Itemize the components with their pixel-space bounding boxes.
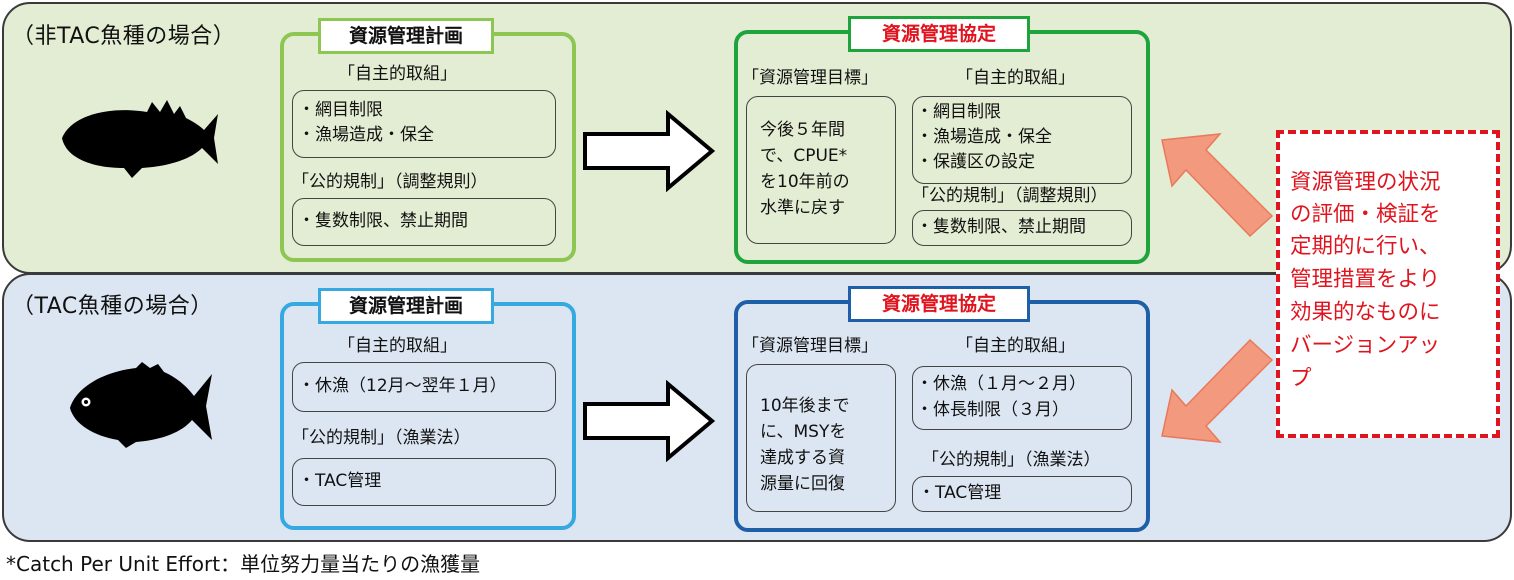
note-line: プ bbox=[1290, 366, 1312, 391]
tac-agreement-public-label: 「公的規制」（漁業法） bbox=[922, 450, 1101, 470]
right-arrow-icon bbox=[583, 110, 716, 192]
tac-panel bbox=[2, 273, 1512, 542]
non-tac-agreement-voluntary-item: ・網目制限 bbox=[916, 102, 1001, 122]
tac-goal-line: 10年後まで bbox=[760, 396, 850, 416]
non-tac-plan-voluntary-item: ・網目制限 bbox=[298, 100, 383, 120]
tac-plan-voluntary-label: 「自主的取組」 bbox=[338, 336, 457, 356]
evaluation-note-box bbox=[1276, 130, 1500, 438]
tac-agreement-public-bracket bbox=[912, 476, 1132, 512]
tac-agreement-voluntary-item: ・体長制限（３月） bbox=[916, 400, 1069, 420]
rockfish-silhouette-icon bbox=[62, 100, 218, 178]
tac-plan-public-item: ・TAC管理 bbox=[298, 471, 382, 491]
non-tac-agreement-voluntary-item: ・漁場造成・保全 bbox=[916, 127, 1052, 147]
non-tac-plan-public-bracket bbox=[292, 198, 556, 246]
tac-agreement-voluntary-bracket bbox=[912, 366, 1132, 430]
tac-agreement-public-item: ・TAC管理 bbox=[918, 483, 1002, 503]
non-tac-plan-voluntary-label: 「自主的取組」 bbox=[338, 64, 457, 84]
non-tac-goal-line: 今後５年間 bbox=[760, 120, 845, 140]
down-left-arrow-icon bbox=[1161, 338, 1274, 443]
tac-plan-voluntary-item: ・休漁（12月～翌年１月） bbox=[298, 376, 507, 396]
non-tac-goal-line: 水準に戻す bbox=[760, 198, 845, 218]
non-tac-plan-voluntary-item: ・漁場造成・保全 bbox=[298, 125, 434, 145]
tac-plan-public-bracket bbox=[292, 458, 556, 506]
note-line: 資源管理の状況 bbox=[1290, 170, 1441, 195]
non-tac-plan-voluntary-bracket bbox=[292, 90, 556, 158]
note-line: 管理措置をより bbox=[1290, 267, 1441, 292]
tac-goal-line: に、MSYを bbox=[760, 422, 847, 442]
non-tac-agreement-voluntary-item: ・保護区の設定 bbox=[916, 152, 1035, 172]
non-tac-title: （非TAC魚種の場合） bbox=[12, 24, 236, 49]
tac-goal-bracket bbox=[746, 364, 896, 512]
tac-goal-line: 源量に回復 bbox=[760, 474, 845, 494]
non-tac-agreement-voluntary-bracket bbox=[912, 96, 1132, 184]
tac-title: （TAC魚種の場合） bbox=[12, 294, 213, 319]
cpue-footnote: *Catch Per Unit Effort：単位努力量当たりの漁獲量 bbox=[6, 552, 481, 576]
non-tac-agreement-voluntary-label: 「自主的取組」 bbox=[956, 68, 1075, 88]
tac-goal-label: 「資源管理目標」 bbox=[742, 336, 878, 356]
note-line: の評価・検証を bbox=[1290, 202, 1441, 227]
non-tac-plan-public-label: 「公的規制」（調整規則） bbox=[292, 172, 488, 192]
up-left-arrow-icon bbox=[1161, 133, 1274, 238]
seabream-silhouette-icon bbox=[70, 362, 212, 448]
non-tac-goal-line: で、CPUE* bbox=[760, 146, 848, 166]
non-tac-plan-tag: 資源管理計画 bbox=[318, 18, 494, 54]
tac-agreement-voluntary-item: ・休漁（１月～２月） bbox=[916, 374, 1086, 394]
tac-goal-line: 達成する資 bbox=[760, 448, 845, 468]
non-tac-plan-public-item: ・隻数制限、禁止期間 bbox=[298, 211, 468, 231]
tac-plan-voluntary-bracket bbox=[292, 362, 556, 412]
non-tac-agreement-public-item: ・隻数制限、禁止期間 bbox=[916, 217, 1086, 237]
non-tac-goal-line: を10年前の bbox=[760, 172, 850, 192]
non-tac-agreement-tag: 資源管理協定 bbox=[848, 16, 1030, 52]
right-arrow-icon bbox=[583, 380, 716, 462]
non-tac-goal-label: 「資源管理目標」 bbox=[742, 68, 878, 88]
non-tac-agreement-public-bracket bbox=[912, 210, 1132, 246]
note-line: 効果的なものに bbox=[1290, 300, 1441, 325]
tac-plan-tag: 資源管理計画 bbox=[318, 288, 494, 324]
non-tac-panel bbox=[2, 2, 1512, 274]
note-line: 定期的に行い、 bbox=[1290, 234, 1441, 259]
non-tac-goal-bracket bbox=[746, 96, 896, 244]
note-line: バージョンアッ bbox=[1290, 333, 1441, 358]
tac-agreement-tag: 資源管理協定 bbox=[848, 286, 1030, 322]
tac-plan-public-label: 「公的規制」（漁業法） bbox=[292, 428, 471, 448]
non-tac-agreement-public-label: 「公的規制」（調整規則） bbox=[912, 186, 1108, 206]
tac-agreement-voluntary-label: 「自主的取組」 bbox=[956, 336, 1075, 356]
